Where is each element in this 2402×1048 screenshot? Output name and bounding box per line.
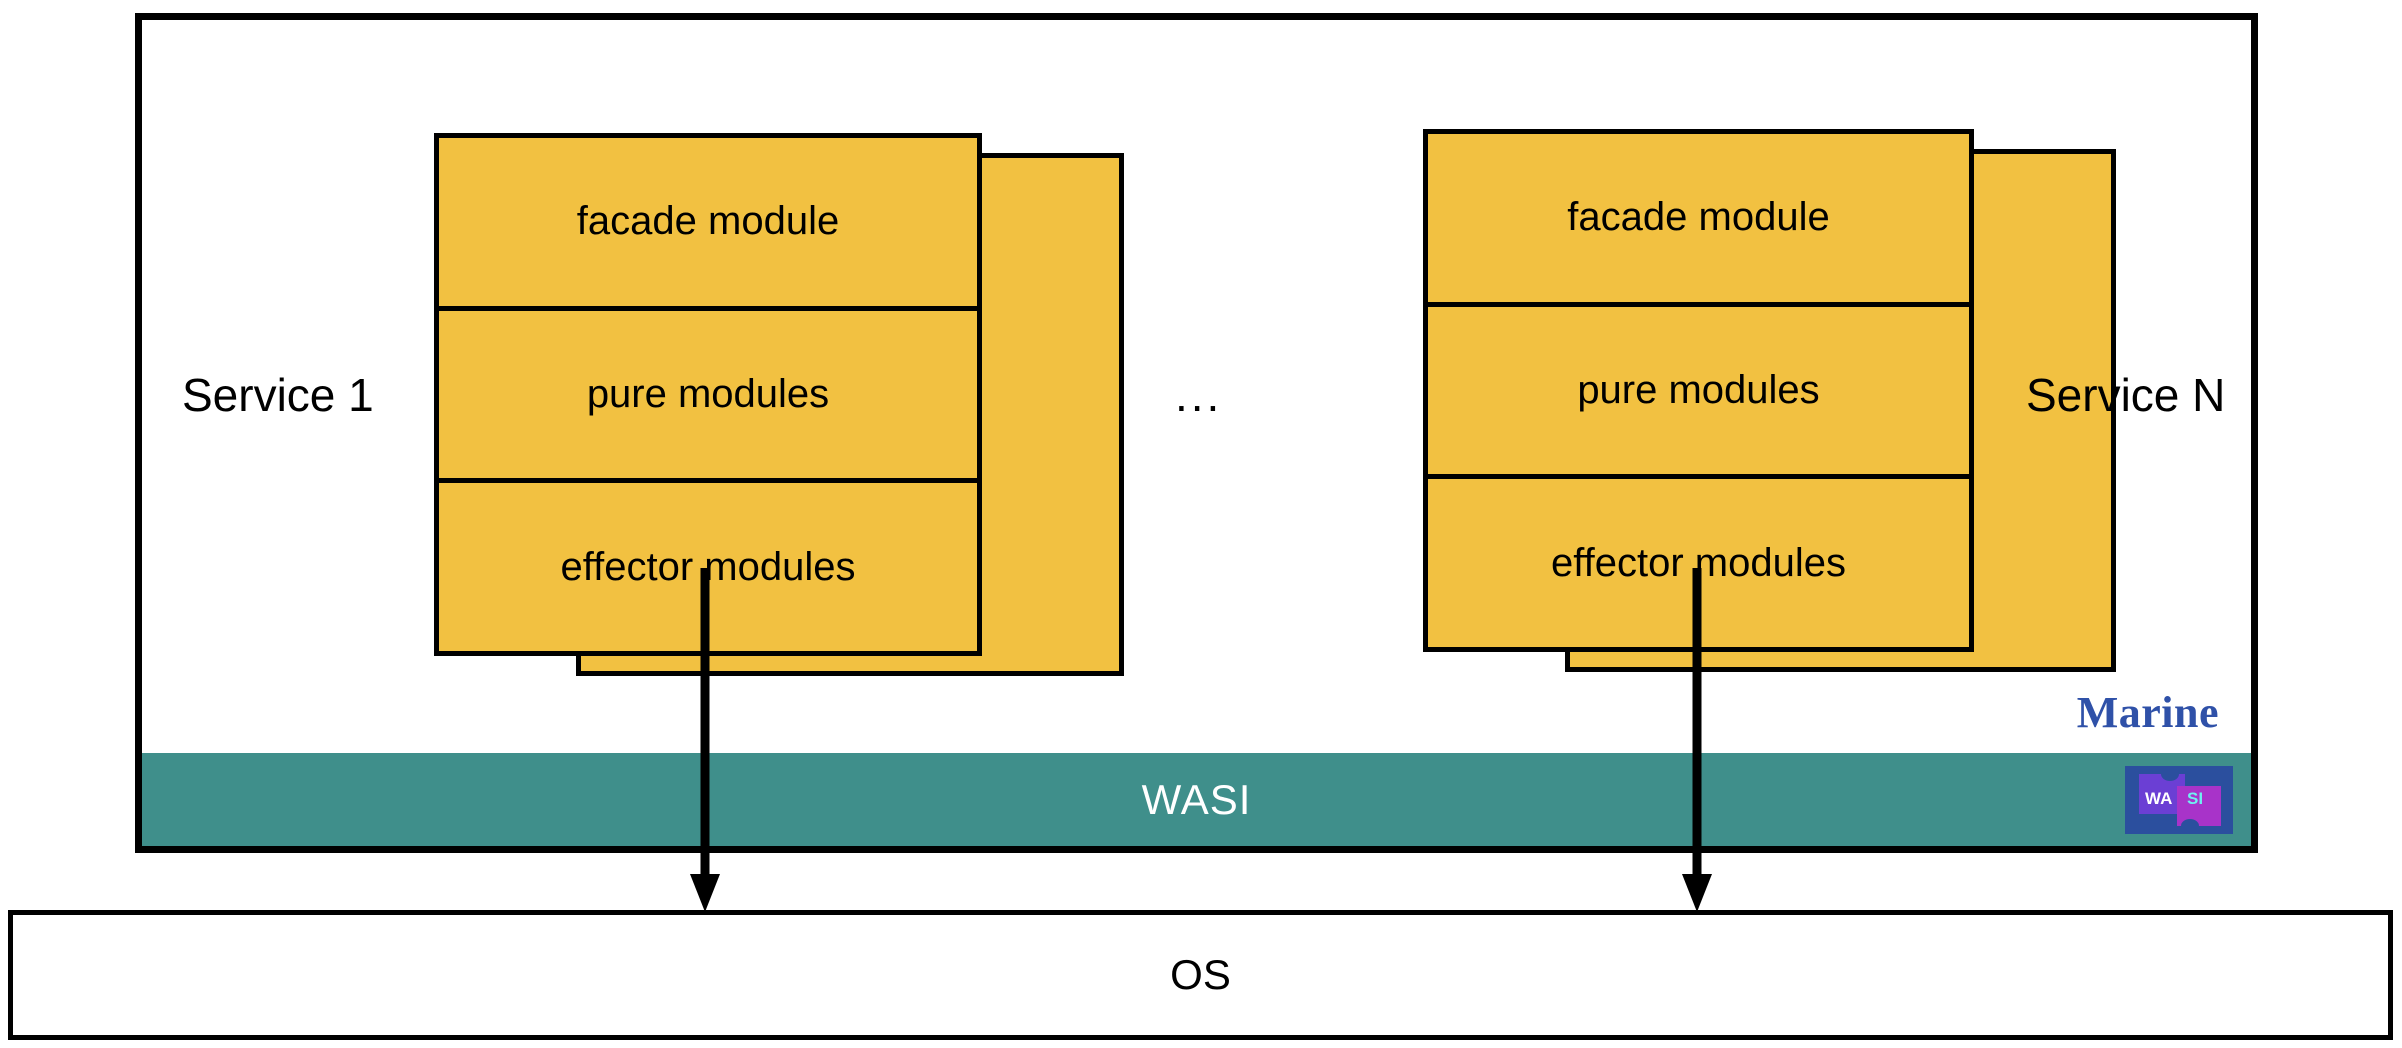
service-1-module-pure: pure modules <box>439 305 977 479</box>
service-n-modules: facade module pure modules effector modu… <box>1423 129 1974 652</box>
marine-label: Marine <box>2076 688 2219 737</box>
service-1-label: Service 1 <box>182 369 374 421</box>
wasi-logo-icon: WA SI <box>2125 765 2233 834</box>
service-n-label: Service N <box>2026 369 2226 421</box>
svg-text:WA: WA <box>2145 789 2172 808</box>
os-box: OS <box>8 910 2393 1040</box>
os-label: OS <box>1170 951 1231 998</box>
wasi-band-label: WASI <box>1141 775 1252 823</box>
services-ellipsis: ... <box>1175 369 1223 421</box>
service-n-module-facade: facade module <box>1428 134 1969 302</box>
service-1-modules: facade module pure modules effector modu… <box>434 133 982 656</box>
wasi-band: WASI WA SI <box>142 753 2251 846</box>
service-n-module-pure: pure modules <box>1428 301 1969 475</box>
svg-text:SI: SI <box>2187 789 2203 808</box>
service-1-module-effector: effector modules <box>439 478 977 652</box>
service-n-module-effector: effector modules <box>1428 474 1969 648</box>
service-1-module-facade: facade module <box>439 138 977 306</box>
